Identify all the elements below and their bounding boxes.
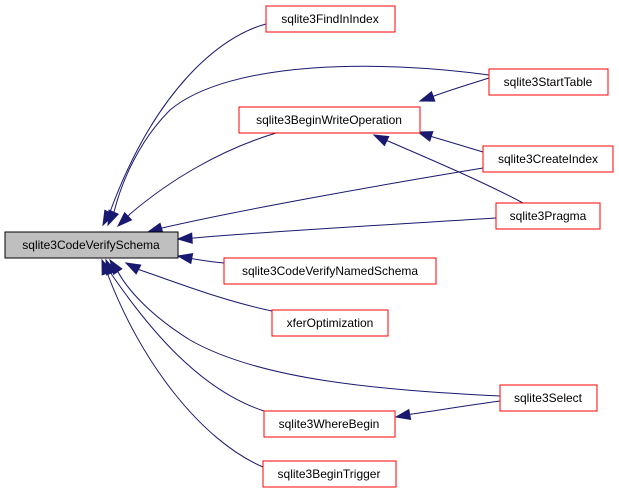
node-beginTrigger[interactable]: sqlite3BeginTrigger [262, 460, 397, 488]
arrowhead-icon [176, 232, 193, 244]
arrowhead-icon [176, 253, 194, 265]
node-startTable[interactable]: sqlite3StartTable [488, 68, 609, 96]
edge-line [431, 135, 484, 153]
node-label: sqlite3Select [514, 391, 583, 405]
node-root[interactable]: sqlite3CodeVerifySchema [4, 231, 179, 259]
node-whereBegin[interactable]: sqlite3WhereBegin [263, 410, 396, 438]
edge-createIndex-to-root [146, 167, 484, 234]
arrowhead-icon [394, 408, 412, 420]
edge-beginWrite-to-root [116, 132, 277, 228]
edge-line [106, 272, 264, 468]
edge-pragma-to-root [176, 217, 497, 244]
edge-line [117, 271, 501, 397]
node-label: xferOptimization [287, 316, 374, 330]
edge-select-to-whereBegin [394, 400, 501, 420]
node-xfer[interactable]: xferOptimization [271, 309, 389, 337]
edge-line [113, 65, 490, 213]
node-label: sqlite3CodeVerifySchema [22, 238, 160, 252]
edge-line [432, 77, 490, 97]
edge-line [108, 23, 267, 213]
node-createIndex[interactable]: sqlite3CreateIndex [482, 145, 614, 173]
edge-line [191, 258, 225, 264]
edge-startTable-to-beginWrite [418, 77, 490, 102]
node-label: sqlite3FindInIndex [281, 12, 378, 26]
arrowhead-icon [116, 211, 133, 228]
edge-line [409, 400, 501, 415]
edge-line [110, 272, 265, 412]
arrowhead-icon [416, 131, 434, 142]
node-findInIndex[interactable]: sqlite3FindInIndex [265, 5, 396, 33]
edge-line [138, 268, 273, 312]
node-label: sqlite3BeginTrigger [278, 467, 381, 481]
nodes: sqlite3CodeVerifySchema sqlite3FindInInd… [4, 5, 614, 488]
node-label: sqlite3Pragma [510, 209, 587, 223]
arrowhead-icon [418, 90, 436, 102]
edge-line [127, 132, 277, 217]
edge-verifyNamed-to-root [176, 253, 225, 265]
node-verifyNamed[interactable]: sqlite3CodeVerifyNamedSchema [223, 257, 437, 285]
edge-createIndex-to-beginWrite [416, 131, 484, 153]
arrowhead-icon [107, 209, 120, 227]
arrowhead-icon [124, 262, 142, 275]
node-label: sqlite3CreateIndex [498, 152, 598, 166]
node-beginWrite[interactable]: sqlite3BeginWriteOperation [238, 106, 421, 134]
edge-startTable-to-root [107, 65, 490, 227]
node-label: sqlite3CodeVerifyNamedSchema [242, 264, 418, 278]
edge-pragma-to-beginWrite [372, 134, 524, 204]
edge-line [191, 217, 497, 239]
edge-line [161, 167, 484, 229]
node-label: sqlite3BeginWriteOperation [256, 113, 402, 127]
edge-beginTrigger-to-root [101, 258, 264, 468]
edge-xfer-to-root [124, 262, 273, 312]
node-pragma[interactable]: sqlite3Pragma [495, 202, 601, 230]
node-select[interactable]: sqlite3Select [499, 384, 598, 412]
arrowhead-icon [101, 258, 113, 276]
edge-line [386, 140, 524, 204]
arrowhead-icon [372, 134, 390, 147]
node-label: sqlite3WhereBegin [279, 417, 380, 431]
node-label: sqlite3StartTable [504, 75, 593, 89]
arrowhead-icon [146, 222, 164, 234]
